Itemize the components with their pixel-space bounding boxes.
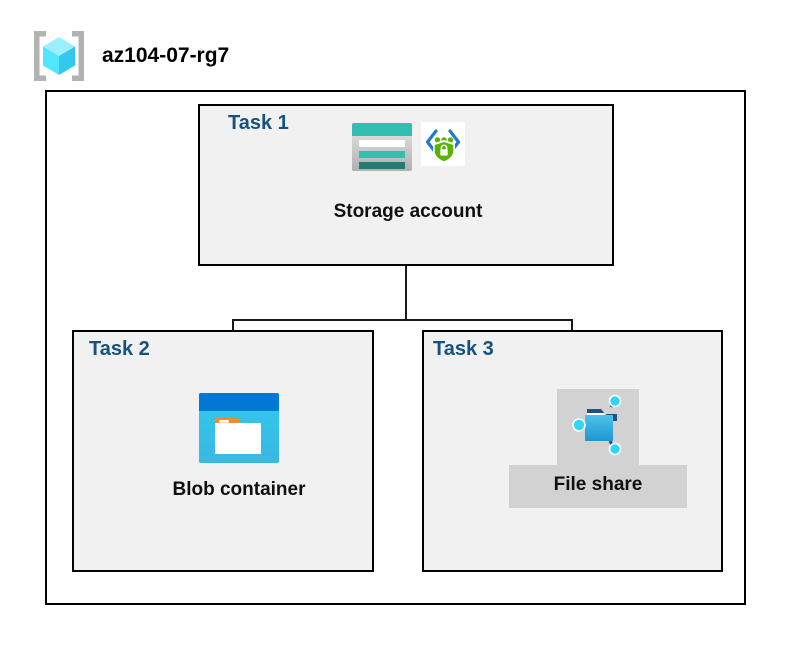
- resource-group-container: [45, 90, 746, 605]
- resource-group-header: az104-07-rg7: [30, 28, 229, 84]
- blob-container-node[interactable]: Blob container: [154, 392, 324, 501]
- file-share-node[interactable]: File share: [509, 389, 687, 508]
- task-2-title: Task 2: [89, 338, 150, 360]
- task-3-title: Task 3: [433, 338, 494, 360]
- task-1-title: Task 1: [228, 112, 289, 134]
- storage-account-label: Storage account: [333, 201, 483, 222]
- azure-resource-group-icon: [30, 28, 88, 84]
- file-share-icon: [571, 393, 625, 457]
- connector-storage-trunk: [405, 266, 407, 321]
- secure-connection-icon: [421, 122, 465, 166]
- blob-container-label: Blob container: [172, 479, 306, 500]
- file-share-icon-highlight: [557, 389, 639, 465]
- blob-container-icon: [198, 392, 280, 464]
- file-share-label-highlight: File share: [509, 465, 687, 508]
- connector-horizontal-bus: [232, 319, 573, 321]
- storage-account-node[interactable]: Storage account: [298, 122, 518, 223]
- resource-group-name: az104-07-rg7: [102, 44, 230, 67]
- file-share-label: File share: [553, 474, 643, 495]
- storage-account-icon: [351, 122, 413, 172]
